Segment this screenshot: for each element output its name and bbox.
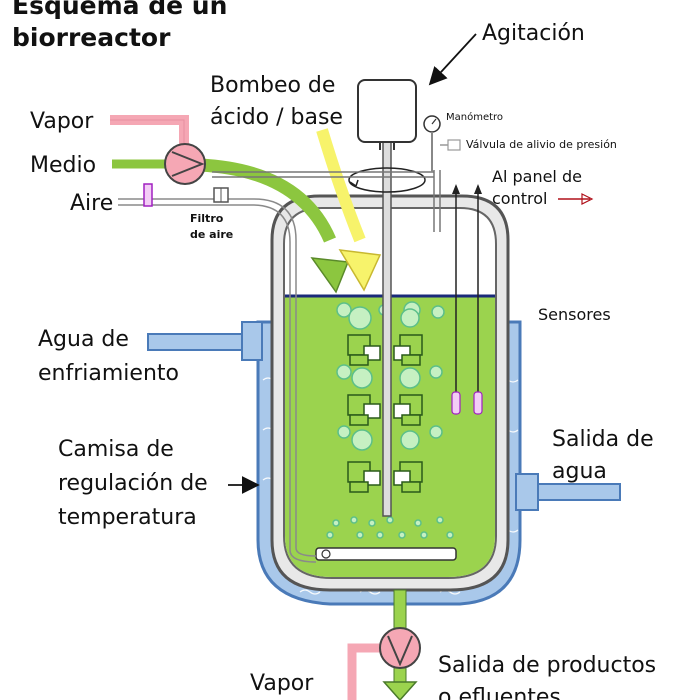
label-valvula: Válvula de alivio de presión xyxy=(466,138,617,151)
label-camisa-2: regulación de xyxy=(58,471,208,496)
label-agua-1: Agua de xyxy=(38,327,129,352)
label-manometro: Manómetro xyxy=(446,111,503,123)
agitator xyxy=(347,139,423,517)
air-bubbles xyxy=(326,301,454,539)
label-camisa-1: Camisa de xyxy=(58,437,174,462)
label-panel-2: control xyxy=(492,189,547,208)
label-vapor-bottom: Vapor xyxy=(250,671,314,696)
acid-base-arrow xyxy=(316,128,366,243)
label-salida-agua-1: Salida de xyxy=(552,427,654,452)
label-salida-prod-2: o efluentes xyxy=(438,685,561,700)
label-sensores: Sensores xyxy=(538,305,611,324)
rotation-arrow-icon xyxy=(348,167,426,193)
label-vapor: Vapor xyxy=(30,109,94,134)
label-agitacion: Agitación xyxy=(482,21,585,46)
label-camisa-3: temperatura xyxy=(58,505,197,530)
label-filtro-2: de aire xyxy=(190,228,233,241)
title-line2: biorreactor xyxy=(12,23,171,52)
air-sparger xyxy=(315,547,457,561)
label-panel-1: Al panel de xyxy=(492,167,582,186)
pump-top-icon xyxy=(164,143,206,185)
sensor-probes xyxy=(451,184,483,415)
label-salida-agua-2: agua xyxy=(552,459,607,484)
air-valve-icon xyxy=(143,183,153,207)
vapor-pipe-bottom xyxy=(347,643,382,700)
medium-flow-arrow xyxy=(199,158,336,243)
motor-icon xyxy=(357,79,417,150)
relief-valve-icon xyxy=(447,139,461,151)
label-filtro-1: Filtro xyxy=(190,212,224,225)
label-medio: Medio xyxy=(30,153,96,178)
agitacion-pointer xyxy=(428,33,477,86)
label-bombeo-2: ácido / base xyxy=(210,105,343,130)
panel-arrow-icon xyxy=(558,193,594,205)
label-bombeo-1: Bombeo de xyxy=(210,73,335,98)
title-line1: Esquema de un xyxy=(12,0,227,20)
air-line xyxy=(118,198,317,563)
label-salida-prod-1: Salida de productos xyxy=(438,653,656,678)
label-agua-2: enfriamiento xyxy=(38,361,179,386)
pump-bottom-icon xyxy=(379,627,421,669)
control-line xyxy=(212,170,441,232)
label-aire: Aire xyxy=(70,191,113,216)
